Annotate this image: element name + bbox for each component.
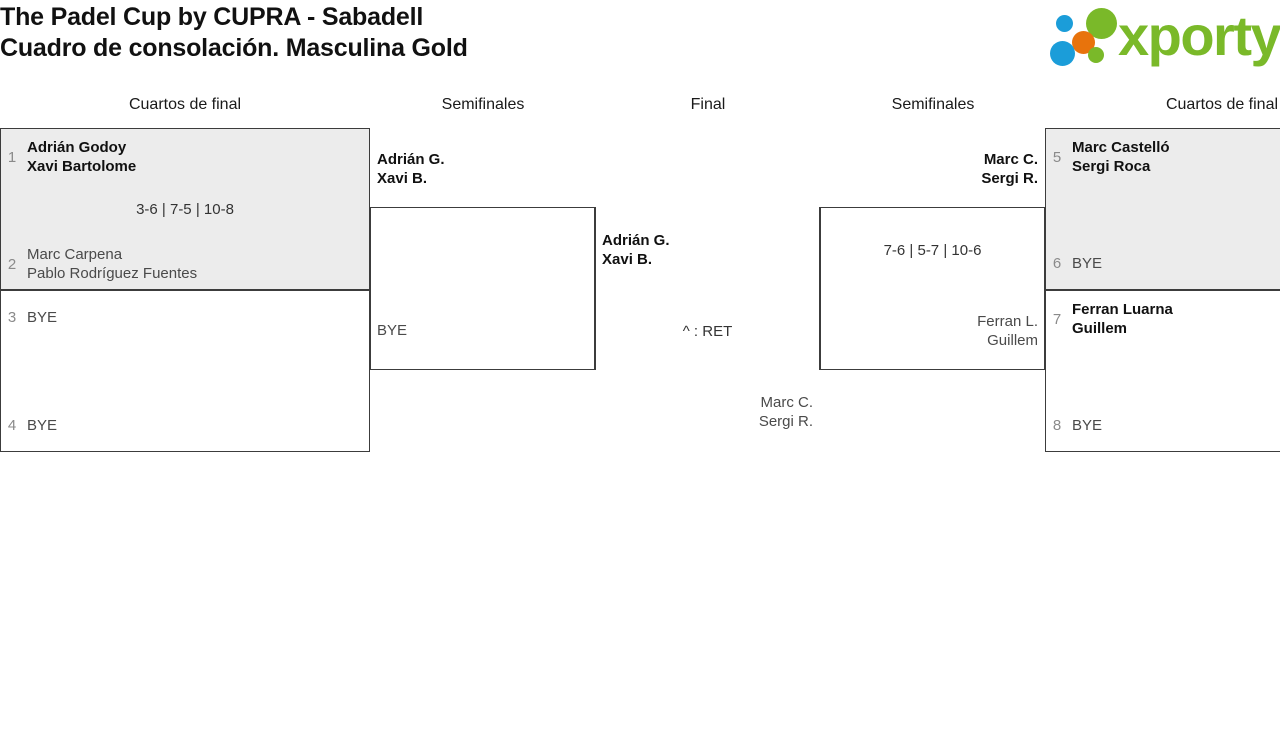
tournament-name: The Padel Cup by CUPRA - Sabadell: [0, 3, 424, 31]
player-2: Sergi R.: [981, 170, 1038, 187]
round-header-right-semifinals: Semifinales: [891, 96, 975, 113]
player-1: BYE: [377, 322, 408, 339]
seed-number: 1: [7, 148, 17, 166]
team-names: Marc Castelló Sergi Roca: [1072, 138, 1170, 176]
score-left-qf-1: 3-6 | 7-5 | 10-8: [136, 201, 234, 218]
team-right-qf1-bottom[interactable]: 6 BYE: [1051, 254, 1102, 273]
logo-dot-blue-large-icon: [1050, 41, 1075, 66]
match-box-right-semifinal[interactable]: [820, 207, 1045, 370]
player-1: Ferran Luarna: [1072, 301, 1173, 318]
logo-dots-icon: [1050, 6, 1128, 66]
seed-number: 5: [1052, 148, 1062, 166]
match-box-right-qf-1[interactable]: [1045, 128, 1280, 290]
seed-number: 7: [1052, 310, 1062, 328]
score-right-semifinal: 7-6 | 5-7 | 10-6: [883, 242, 982, 259]
seed-number: 2: [7, 255, 17, 273]
team-right-sf-top[interactable]: Marc C. Sergi R.: [838, 150, 1038, 188]
team-right-qf1-top[interactable]: 5 Marc Castelló Sergi Roca: [1051, 138, 1170, 176]
logo-wordmark: xporty: [1118, 4, 1280, 67]
bracket-subtitle: Cuadro de consolación. Masculina Gold: [0, 34, 468, 62]
match-box-left-qf-1[interactable]: [0, 128, 370, 290]
player-2: Sergi Roca: [1072, 158, 1151, 175]
round-header-left-semifinals: Semifinales: [441, 96, 525, 113]
player-1: BYE: [27, 309, 58, 326]
logo-dot-blue-small-icon: [1056, 15, 1073, 32]
team-names: BYE: [27, 308, 57, 327]
team-names: Adrián Godoy Xavi Bartolome: [27, 138, 136, 176]
match-box-final[interactable]: [595, 207, 820, 370]
player-1: Marc C.: [983, 151, 1038, 168]
round-header-right-quarterfinals: Cuartos de final: [1165, 96, 1279, 113]
match-box-left-semifinal[interactable]: [370, 207, 595, 370]
player-2: Xavi B.: [602, 251, 653, 268]
player-2: Guillem: [987, 332, 1038, 349]
player-1: BYE: [1072, 417, 1103, 434]
player-2: Xavi Bartolome: [27, 158, 137, 175]
team-left-sf-top[interactable]: Adrián G. Xavi B.: [377, 150, 445, 188]
team-left-qf2-bottom[interactable]: 4 BYE: [6, 416, 57, 435]
seed-number: 8: [1052, 417, 1062, 434]
logo-dot-orange-icon: [1072, 31, 1095, 54]
seed-number: 3: [7, 309, 17, 326]
player-1: Marc C.: [760, 394, 814, 411]
team-left-qf2-top[interactable]: 3 BYE: [6, 308, 57, 327]
player-1: BYE: [1072, 255, 1103, 272]
logo-dot-green-small-icon: [1088, 47, 1104, 63]
player-1: Adrián G.: [602, 232, 670, 249]
team-right-sf-bottom[interactable]: Ferran L. Guillem: [838, 312, 1038, 350]
team-final-left[interactable]: Adrián G. Xavi B.: [602, 231, 670, 269]
match-box-left-qf-2[interactable]: [0, 290, 370, 452]
xporty-logo[interactable]: xporty: [1050, 5, 1280, 68]
page-title: The Padel Cup by CUPRA - Sabadell Cuadro…: [0, 2, 468, 64]
team-names: BYE: [1072, 416, 1102, 435]
team-names: BYE: [1072, 254, 1102, 273]
player-1: Marc Carpena: [27, 246, 123, 263]
player-1: Adrián Godoy: [27, 139, 127, 156]
team-right-qf2-top[interactable]: 7 Ferran Luarna Guillem: [1051, 300, 1173, 338]
team-names: Marc Carpena Pablo Rodríguez Fuentes: [27, 245, 197, 283]
player-2: Guillem: [1072, 320, 1128, 337]
player-2: Pablo Rodríguez Fuentes: [27, 265, 198, 282]
score-final: ^ : RET: [682, 323, 733, 340]
seed-number: 4: [7, 417, 17, 434]
player-2: Xavi B.: [377, 170, 428, 187]
player-1: Adrián G.: [377, 151, 445, 168]
player-1: BYE: [27, 417, 58, 434]
team-left-sf-bottom[interactable]: BYE: [377, 321, 407, 340]
player-1: Ferran L.: [977, 313, 1038, 330]
seed-number: 6: [1052, 255, 1062, 272]
round-header-final: Final: [690, 96, 726, 113]
player-1: Marc Castelló: [1072, 139, 1170, 156]
team-final-right[interactable]: Marc C. Sergi R.: [613, 393, 813, 431]
team-left-qf1-bottom[interactable]: 2 Marc Carpena Pablo Rodríguez Fuentes: [6, 245, 197, 283]
team-names: BYE: [27, 416, 57, 435]
team-right-qf2-bottom[interactable]: 8 BYE: [1051, 416, 1102, 435]
team-names: Ferran Luarna Guillem: [1072, 300, 1173, 338]
player-2: Sergi R.: [758, 413, 813, 430]
team-left-qf1-top[interactable]: 1 Adrián Godoy Xavi Bartolome: [6, 138, 136, 176]
match-box-right-qf-2[interactable]: [1045, 290, 1280, 452]
round-header-left-quarterfinals: Cuartos de final: [128, 96, 242, 113]
